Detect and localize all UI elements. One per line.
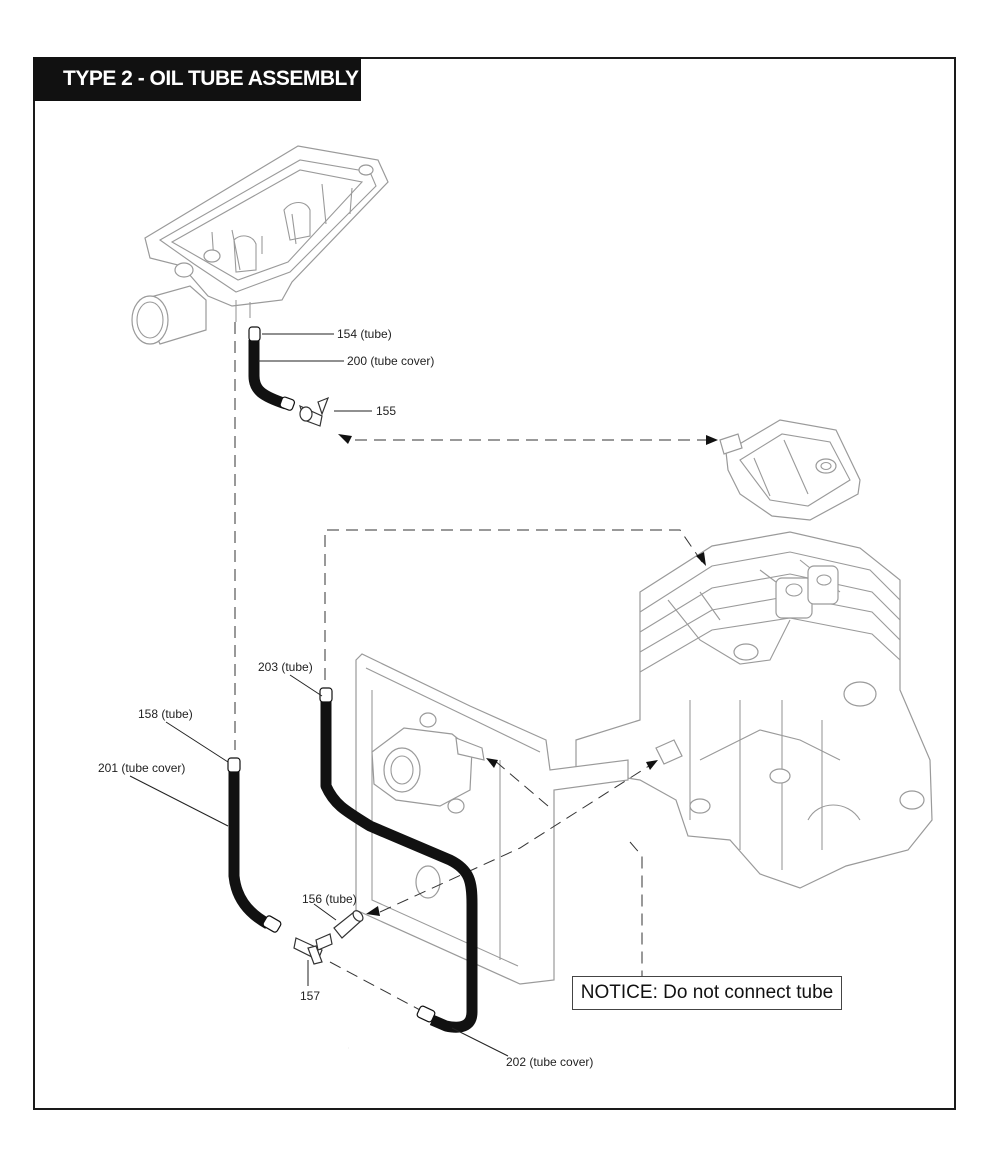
arrow-heads bbox=[338, 434, 718, 916]
fitting-155 bbox=[299, 396, 330, 427]
engine-block-part bbox=[575, 531, 933, 889]
tee-fitting-157 bbox=[293, 933, 333, 965]
connection-lines bbox=[234, 322, 712, 1011]
breather-cover-part bbox=[131, 145, 389, 345]
label-156-tube: 156 (tube) bbox=[302, 892, 357, 906]
tube-154-200 bbox=[248, 326, 296, 411]
tube-203-202 bbox=[319, 687, 478, 1033]
label-158-tube: 158 (tube) bbox=[138, 707, 193, 721]
diagram-title: TYPE 2 - OIL TUBE ASSEMBLY bbox=[33, 57, 361, 101]
label-200-tube-cover: 200 (tube cover) bbox=[347, 354, 434, 368]
tube-158-201 bbox=[227, 757, 282, 933]
label-155: 155 bbox=[376, 404, 396, 418]
tube-156 bbox=[333, 910, 364, 939]
notice-callout: NOTICE: Do not connect tube bbox=[572, 976, 842, 1010]
mounting-plate-part bbox=[355, 653, 629, 985]
label-201-tube-cover: 201 (tube cover) bbox=[98, 761, 185, 775]
label-203-tube: 203 (tube) bbox=[258, 660, 313, 674]
label-154-tube: 154 (tube) bbox=[337, 327, 392, 341]
leader-lines bbox=[129, 333, 509, 1057]
label-202-tube-cover: 202 (tube cover) bbox=[506, 1055, 593, 1069]
diagram-frame bbox=[33, 57, 956, 1110]
valve-cover-part bbox=[719, 419, 861, 521]
label-157: 157 bbox=[300, 989, 320, 1003]
